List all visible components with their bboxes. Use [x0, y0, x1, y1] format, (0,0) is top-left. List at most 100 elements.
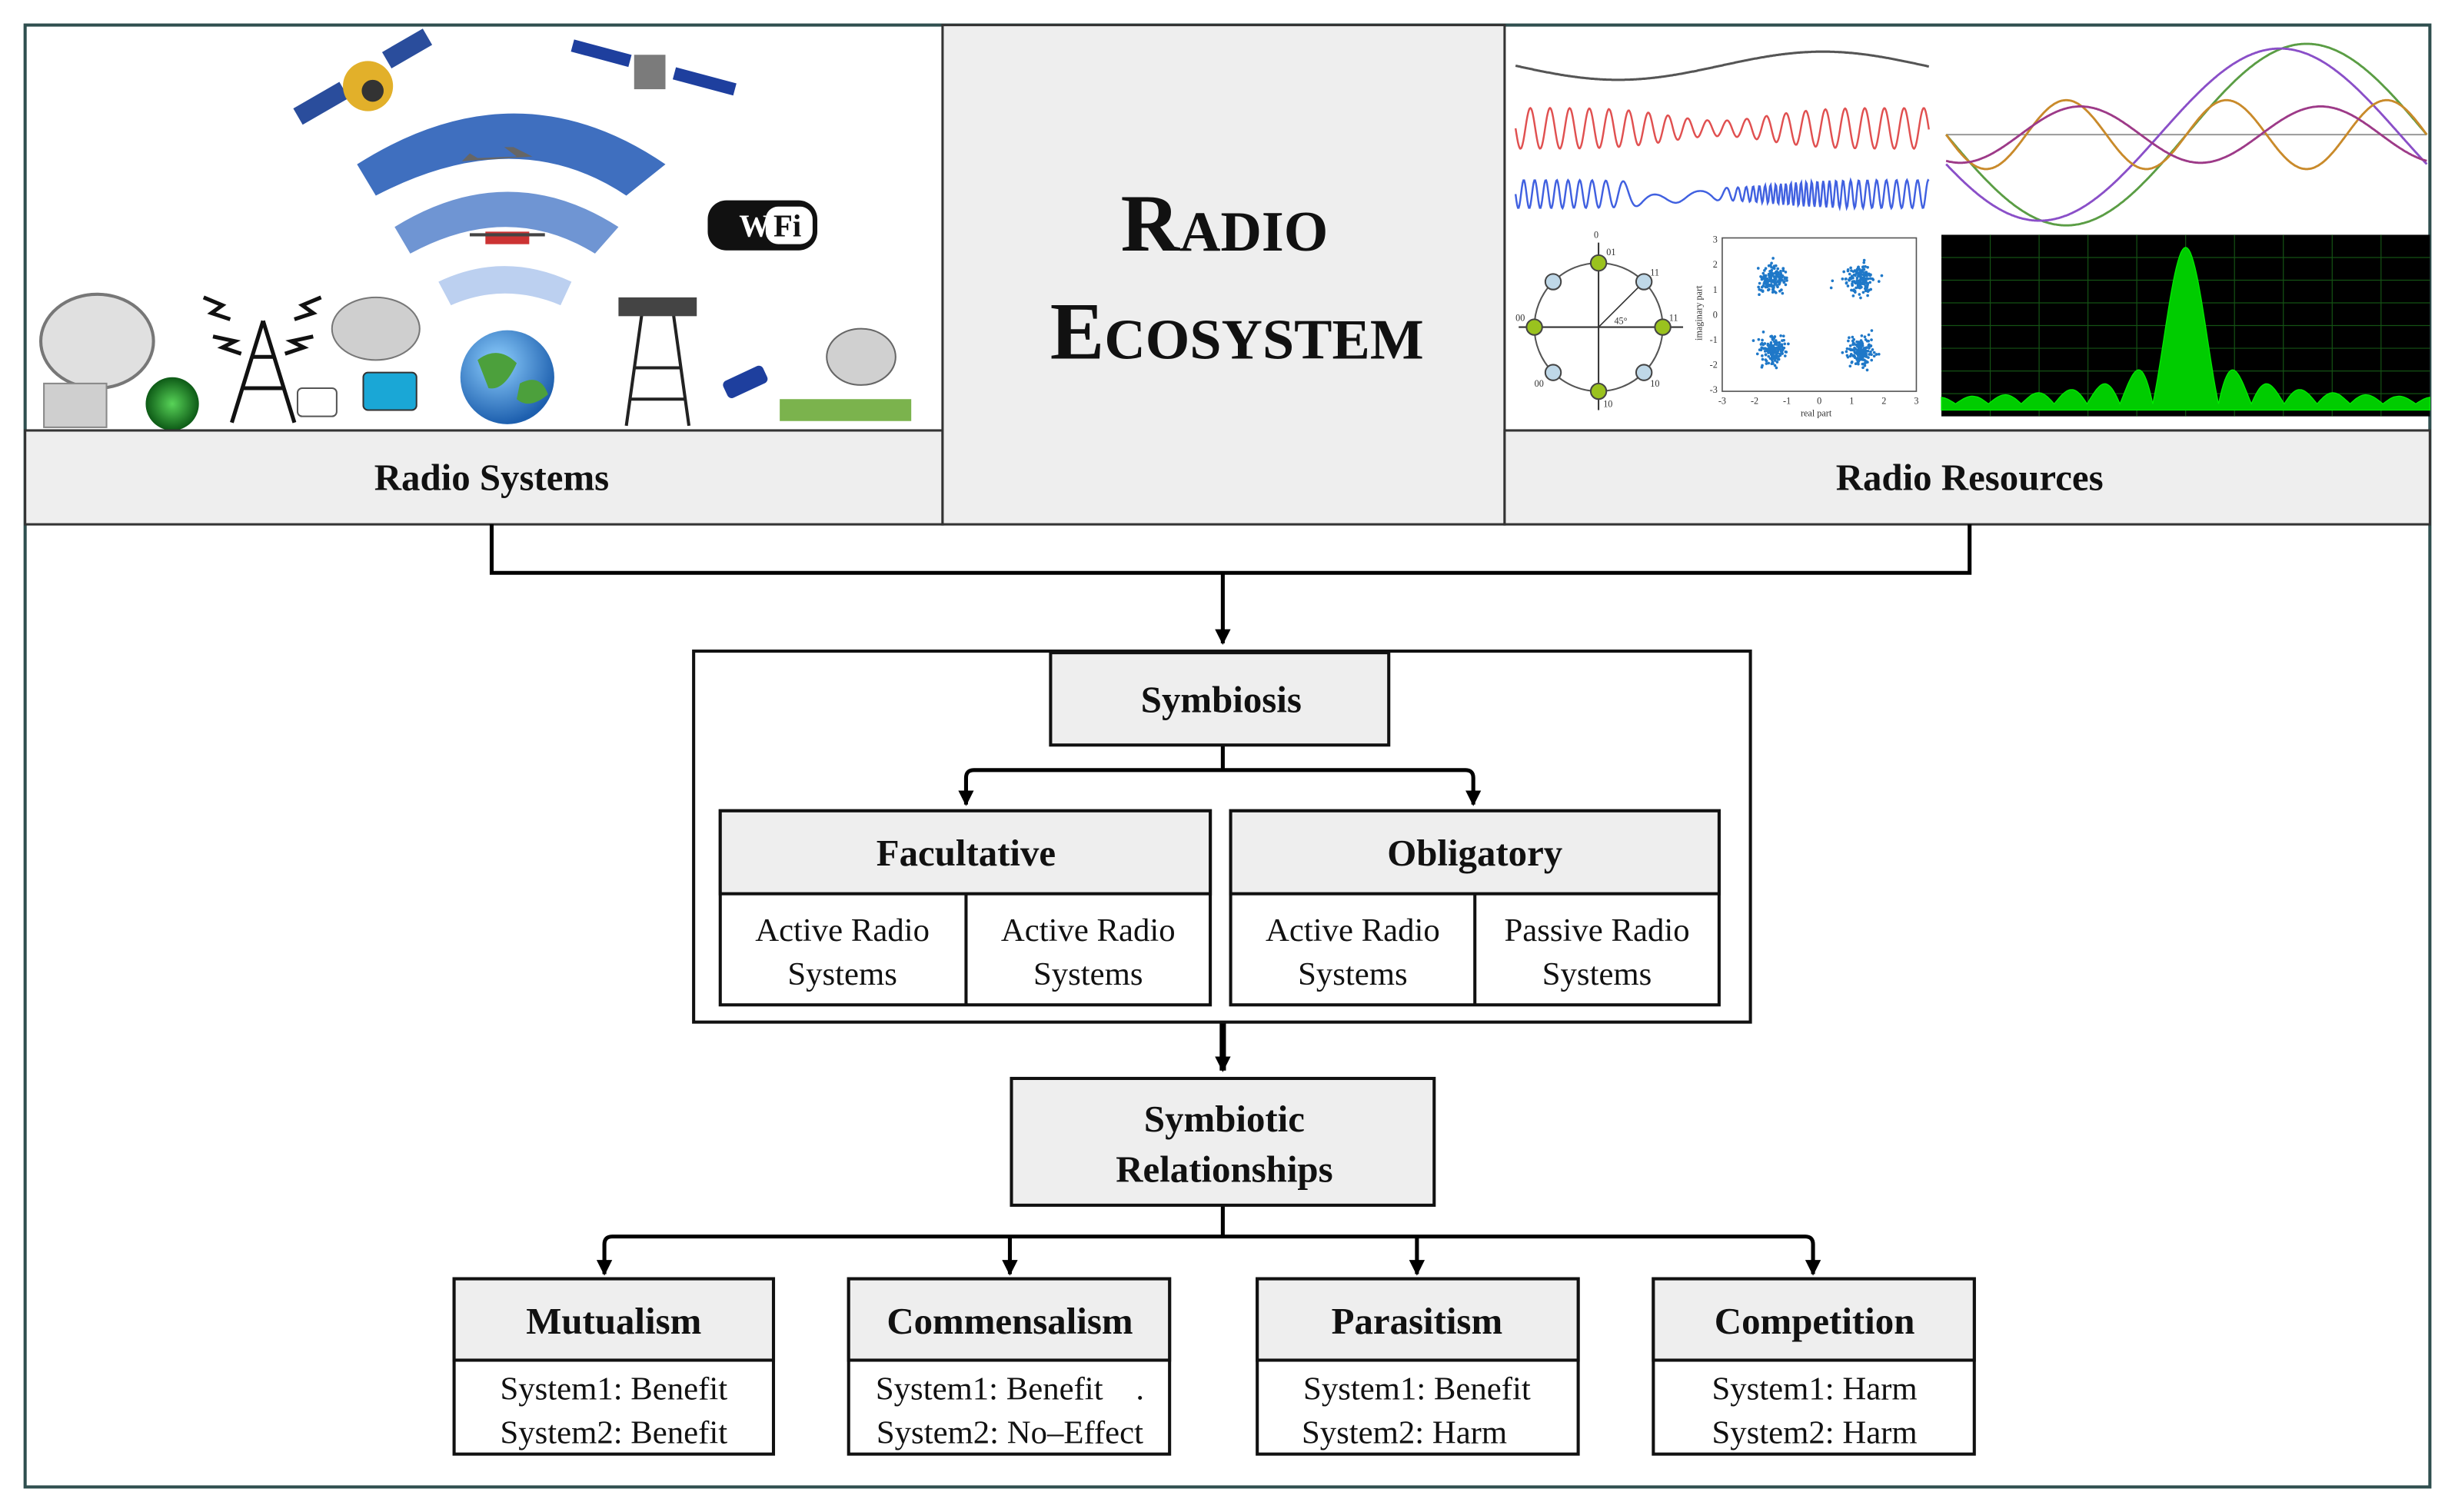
scatter-point — [1853, 351, 1857, 354]
scatter-point — [1848, 347, 1851, 351]
scatter-point — [1861, 342, 1865, 346]
scatter-y-tick: -3 — [1710, 384, 1718, 395]
scatter-point — [1865, 277, 1868, 281]
scatter-point — [1845, 347, 1849, 351]
scatter-point — [1768, 274, 1771, 277]
scatter-point — [1758, 348, 1761, 351]
parasitism-line1: System1: Benefit — [1303, 1371, 1531, 1407]
center-title-line1: Radio — [1121, 178, 1329, 268]
qpsk-point-label: 01 — [1606, 247, 1615, 258]
scatter-point — [1871, 278, 1875, 281]
scatter-point — [1777, 275, 1781, 279]
mutualism-title: Mutualism — [526, 1300, 701, 1342]
scatter-point — [1861, 291, 1865, 294]
scatter-point — [1862, 348, 1866, 352]
center-title-box — [941, 24, 1506, 526]
scatter-point — [1760, 285, 1764, 289]
scatter-point — [1763, 269, 1766, 272]
scatter-point — [1860, 334, 1864, 337]
scatter-point — [1858, 358, 1861, 361]
harmonics-plot — [1944, 42, 2428, 227]
scatter-point — [1758, 293, 1761, 297]
scatter-point — [1849, 266, 1852, 270]
scatter-point — [1777, 273, 1780, 276]
scatter-x-tick: -2 — [1751, 395, 1758, 406]
scatter-point — [1846, 284, 1850, 287]
scatter-point — [1764, 353, 1768, 357]
scatter-point — [1866, 265, 1869, 269]
scatter-point — [1774, 264, 1778, 268]
scatter-point — [1848, 278, 1851, 281]
scatter-point — [1755, 352, 1759, 356]
scatter-point — [1855, 271, 1858, 275]
satellite-dish-icon — [38, 292, 155, 428]
parasitism-box: Parasitism System1: Benefit System2: Har… — [1256, 1277, 1580, 1456]
scatter-point — [1868, 281, 1872, 284]
facultative-cell-2-line2: Systems — [1033, 956, 1143, 992]
scatter-point — [1766, 288, 1770, 292]
scatter-x-tick: -1 — [1783, 395, 1791, 406]
parasitism-line2: System2: Harm — [1302, 1414, 1507, 1451]
scatter-point — [1868, 277, 1872, 281]
scatter-point — [1781, 267, 1785, 271]
scatter-point — [1787, 342, 1790, 346]
wifi-logo: Wi Fi — [707, 200, 818, 251]
scatter-point — [1776, 267, 1780, 271]
scatter-point — [1772, 284, 1775, 287]
mutualism-line1: System1: Benefit — [500, 1371, 727, 1407]
scatter-point — [1861, 362, 1865, 366]
scatter-point — [1767, 361, 1771, 365]
scatter-y-tick: 2 — [1713, 259, 1718, 270]
scatter-point — [1770, 334, 1774, 338]
scatter-point — [1761, 357, 1765, 361]
scatter-point — [1769, 341, 1773, 344]
scatter-point — [1844, 277, 1848, 281]
scatter-point — [1760, 341, 1764, 345]
scatter-point — [1775, 354, 1779, 358]
scatter-point — [1765, 362, 1768, 365]
scatter-point — [1781, 291, 1785, 295]
scatter-point — [1782, 280, 1786, 283]
scatter-point — [1775, 361, 1779, 364]
scatter-point — [1766, 342, 1770, 346]
scatter-point — [1780, 275, 1784, 279]
scatter-point — [1774, 291, 1778, 294]
commensalism-title: Commensalism — [887, 1300, 1133, 1342]
scatter-point — [1851, 335, 1855, 339]
scatter-point — [1861, 265, 1865, 269]
relationships-title-line2: Relationships — [1116, 1148, 1332, 1190]
scatter-point — [1761, 271, 1765, 275]
scatter-point — [1757, 285, 1761, 289]
scatter-point — [1851, 276, 1855, 280]
scatter-y-tick: -2 — [1710, 360, 1718, 371]
scatter-point — [1771, 287, 1775, 291]
scatter-point — [1850, 269, 1853, 272]
scatter-point — [1762, 281, 1766, 285]
scatter-point — [1778, 273, 1782, 276]
scatter-point — [1764, 267, 1768, 271]
symbiosis-box — [1049, 651, 1391, 747]
branch-connector — [602, 1205, 1815, 1271]
scatter-point — [1784, 283, 1788, 287]
scatter-point — [1855, 281, 1859, 284]
scatter-point — [1775, 352, 1778, 356]
scatter-point — [1777, 357, 1781, 361]
scatter-point — [1858, 270, 1862, 274]
scatter-point — [1761, 290, 1765, 293]
merge-connector — [489, 524, 1972, 575]
scatter-point — [1865, 368, 1869, 372]
signal-arc-medium — [394, 191, 619, 254]
facultative-cell-1-line1: Active Radio — [755, 912, 930, 949]
scatter-point — [1768, 344, 1771, 348]
cell-tower-icon — [618, 297, 697, 427]
scatter-point — [1775, 346, 1778, 350]
symbiosis-title: Symbiosis — [1141, 678, 1302, 720]
scatter-point — [1859, 296, 1862, 300]
scatter-y-tick: -1 — [1710, 334, 1718, 345]
commensalism-line1: System1: Benefit . — [876, 1371, 1144, 1407]
scatter-point — [1781, 269, 1785, 272]
scatter-point — [1848, 336, 1851, 340]
scatter-point — [1767, 264, 1771, 268]
scatter-point — [1771, 347, 1775, 350]
scatter-y-tick: 3 — [1713, 234, 1718, 245]
